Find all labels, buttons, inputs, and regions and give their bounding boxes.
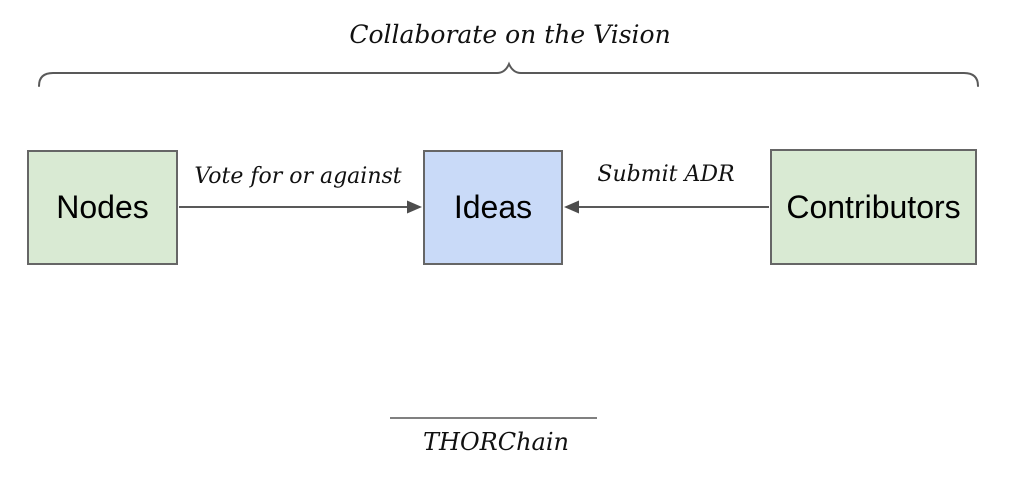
node-box-nodes: Nodes xyxy=(27,150,178,265)
node-label-nodes: Nodes xyxy=(56,189,149,225)
edge-label-vote-for-or-against: Vote for or against xyxy=(194,164,402,189)
edge-submit-arrowhead xyxy=(564,200,579,214)
diagram-caption: THORChain xyxy=(423,428,569,456)
diagram-title: Collaborate on the Vision xyxy=(349,20,671,49)
node-label-contributors: Contributors xyxy=(786,188,961,225)
node-label-ideas: Ideas xyxy=(453,189,533,225)
node-box-ideas: Ideas xyxy=(423,150,563,265)
edge-label-submit-adr: Submit ADR xyxy=(597,162,735,187)
node-box-contributors: Contributors xyxy=(770,149,977,265)
edge-vote-arrowhead xyxy=(407,200,422,214)
brace-shape xyxy=(38,61,979,87)
